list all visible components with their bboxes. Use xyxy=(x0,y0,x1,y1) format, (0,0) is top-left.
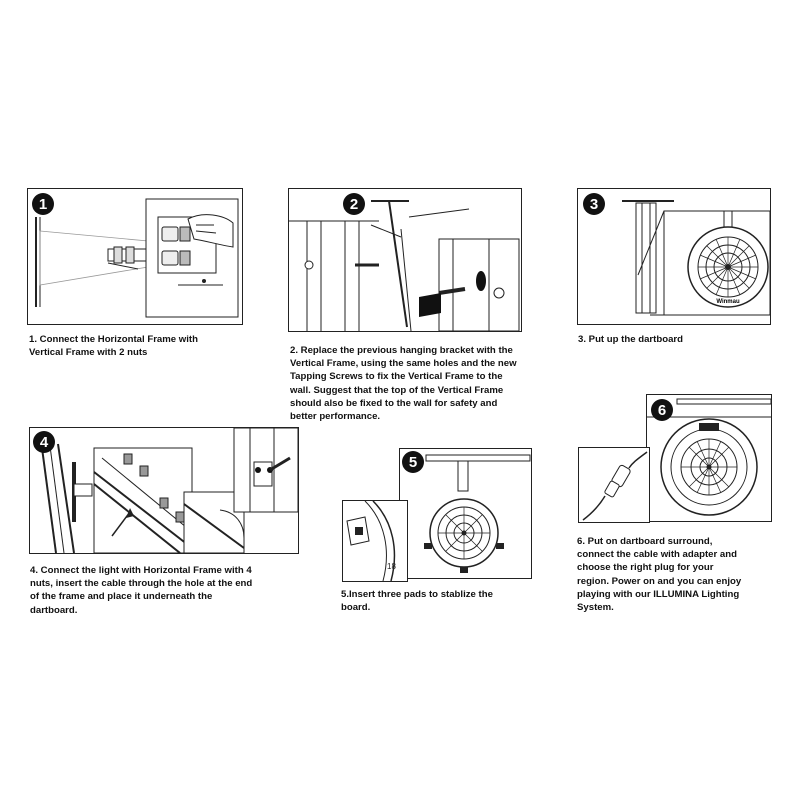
step-5-caption: 5.Insert three pads to stablize the boar… xyxy=(341,589,493,614)
dartboard-icon xyxy=(660,418,758,516)
nut-icon xyxy=(123,453,133,465)
step-5-pad-inset: 18 xyxy=(342,500,408,582)
brand-label: Winmau xyxy=(716,299,740,305)
hand-icon xyxy=(187,214,234,248)
step-1-badge: 1 xyxy=(32,193,54,215)
step-4-caption: 4. Connect the light with Horizontal Fra… xyxy=(30,565,253,616)
step-6-adapter-inset xyxy=(578,447,650,523)
zoom-inset xyxy=(419,238,520,331)
step-4-badge: 4 xyxy=(33,431,55,453)
dartboard-icon xyxy=(429,498,499,568)
zoom-inset xyxy=(93,447,193,553)
light-bar-icon xyxy=(676,398,771,405)
step-2-caption: 2. Replace the previous hanging bracket … xyxy=(290,345,517,423)
dartboard-icon xyxy=(687,226,769,308)
screw-icon xyxy=(304,260,314,270)
step-4-illustration: 4 xyxy=(29,427,299,554)
nut-icon xyxy=(161,226,191,266)
step-6-badge: 6 xyxy=(651,399,673,421)
step-3-caption: 3. Put up the dartboard xyxy=(578,334,684,345)
plug-adapter-icon xyxy=(582,451,648,521)
step-5-badge: 5 xyxy=(402,451,424,473)
step-3-illustration: 3 xyxy=(577,188,771,325)
step-6-caption: 6. Put on dartboard surround, connect th… xyxy=(577,536,742,614)
step-2-illustration: 2 xyxy=(288,188,522,332)
step-5-illustration: 5 xyxy=(399,448,532,579)
step-3-badge: 3 xyxy=(583,193,605,215)
zoom-inset xyxy=(145,198,239,318)
step-2-badge: 2 xyxy=(343,193,365,215)
zoom-inset xyxy=(233,428,298,513)
pad-icon xyxy=(424,543,504,573)
zoom-inset: Winmau xyxy=(637,210,770,316)
step-1-illustration: 1 xyxy=(27,188,243,325)
step-1-caption: 1. Connect the Horizontal Frame with Ver… xyxy=(29,334,198,359)
step-6-illustration: 6 xyxy=(646,394,772,522)
svg-text:18: 18 xyxy=(387,562,396,571)
